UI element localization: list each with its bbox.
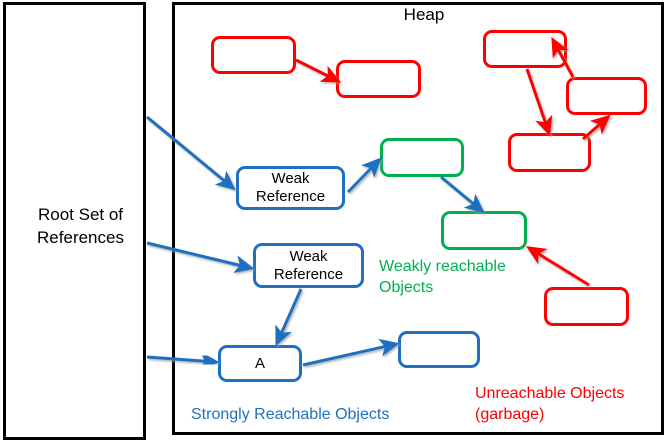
node-label-line2: Reference bbox=[255, 188, 326, 205]
node-label-line2: Reference bbox=[273, 265, 344, 283]
root-set-label-line1: Root Set of bbox=[37, 205, 124, 224]
node-red-3[interactable] bbox=[483, 30, 567, 68]
node-label-line1: Weak bbox=[289, 247, 328, 265]
node-label: A bbox=[254, 354, 265, 372]
node-obj-a[interactable]: A bbox=[218, 345, 302, 382]
strongly-reachable-caption: Strongly Reachable Objects bbox=[191, 406, 390, 423]
unreachable-caption-line1: Unreachable Objects bbox=[475, 385, 625, 402]
weakly-reachable-caption-line2: Objects bbox=[379, 279, 434, 296]
node-red-4[interactable] bbox=[566, 77, 647, 115]
unreachable-caption: Unreachable Objects (garbage) bbox=[475, 383, 665, 425]
weakly-reachable-caption: Weakly reachable Objects bbox=[379, 256, 559, 298]
root-set-panel: Root Set of References bbox=[3, 2, 146, 440]
root-set-label: Root Set of References bbox=[12, 203, 149, 249]
root-set-label-line2: References bbox=[37, 228, 124, 247]
node-red-5[interactable] bbox=[508, 133, 591, 172]
node-red-1[interactable] bbox=[211, 36, 296, 74]
node-red-6[interactable] bbox=[544, 287, 629, 326]
node-green-1[interactable] bbox=[380, 138, 464, 177]
heap-title: Heap bbox=[403, 5, 445, 24]
node-green-2[interactable] bbox=[441, 211, 527, 250]
node-label-line1: Weak bbox=[271, 170, 310, 187]
weakly-reachable-caption-line1: Weakly reachable bbox=[379, 258, 506, 275]
node-blue-1[interactable] bbox=[398, 331, 480, 368]
node-red-2[interactable] bbox=[336, 60, 421, 98]
unreachable-caption-line2: (garbage) bbox=[475, 406, 545, 423]
